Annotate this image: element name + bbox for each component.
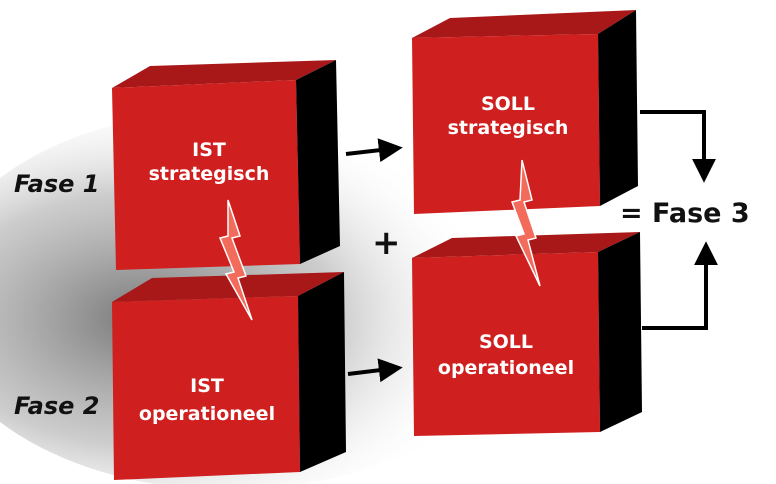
block-top	[112, 60, 336, 88]
block-label-line2: strategisch	[448, 117, 569, 139]
plus-operator: +	[372, 223, 401, 263]
block-top	[112, 272, 344, 302]
block-side	[296, 60, 340, 264]
block-side	[598, 232, 642, 432]
block-side	[598, 10, 638, 206]
block-front	[112, 80, 300, 270]
block-label-line1: SOLL	[481, 93, 535, 115]
block-soll-strategic: SOLL strategisch	[412, 10, 638, 214]
lightning-bolt-icon	[218, 199, 253, 321]
block-soll-operational: SOLL operationeel	[412, 232, 642, 436]
block-label-line1: IST	[190, 375, 224, 397]
block-label-line1: SOLL	[479, 331, 533, 353]
arrow-up-icon	[642, 241, 718, 330]
block-label-line2: strategisch	[149, 163, 270, 185]
block-ist-operational: IST operationeel	[112, 272, 346, 480]
arrow-right-icon	[347, 358, 403, 383]
block-front	[412, 34, 600, 214]
block-side	[298, 272, 346, 472]
block-ist-strategic: IST strategisch	[112, 60, 340, 270]
arrow-down-icon	[640, 110, 716, 183]
lightning-bolt-icon	[511, 159, 541, 287]
phase-2-label: Fase 2	[14, 392, 99, 420]
block-label-line2: operationeel	[438, 357, 574, 379]
arrow-right-icon	[345, 138, 403, 163]
phase-1-label: Fase 1	[14, 170, 99, 198]
block-top	[412, 10, 636, 38]
block-front	[112, 296, 300, 480]
block-label-line1: IST	[192, 139, 226, 161]
phase-3-result-label: = Fase 3	[620, 198, 750, 229]
block-front	[412, 252, 600, 436]
block-label-line2: operationeel	[139, 403, 275, 425]
